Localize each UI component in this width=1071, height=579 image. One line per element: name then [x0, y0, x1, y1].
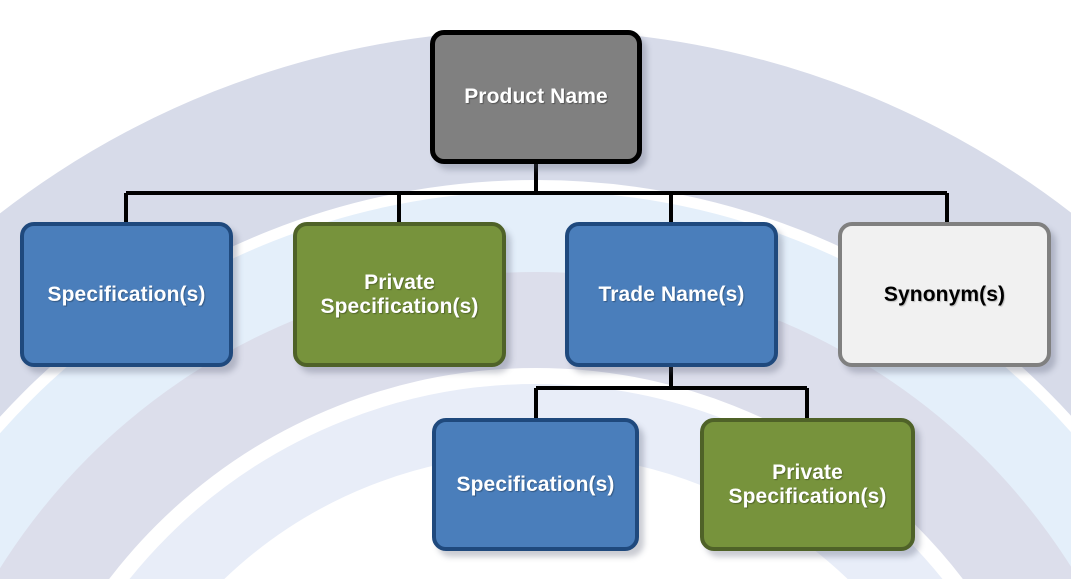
node-trade-specification[interactable]: Specification(s)	[432, 418, 639, 551]
node-trade-specification-label: Specification(s)	[456, 472, 615, 496]
node-synonym-label: Synonym(s)	[883, 282, 1006, 306]
node-private-specification-label: Private Specification(s)	[320, 270, 479, 318]
node-trade-name[interactable]: Trade Name(s)	[565, 222, 778, 367]
node-private-specification[interactable]: Private Specification(s)	[293, 222, 506, 367]
node-trade-private-specification-label: Private Specification(s)	[728, 460, 887, 508]
node-product-name-label: Product Name	[464, 85, 608, 109]
node-trade-private-specification[interactable]: Private Specification(s)	[700, 418, 915, 551]
node-specification-label: Specification(s)	[47, 282, 206, 306]
node-product-name[interactable]: Product Name	[430, 30, 642, 164]
node-specification[interactable]: Specification(s)	[20, 222, 233, 367]
node-trade-name-label: Trade Name(s)	[598, 282, 745, 306]
node-synonym[interactable]: Synonym(s)	[838, 222, 1051, 367]
